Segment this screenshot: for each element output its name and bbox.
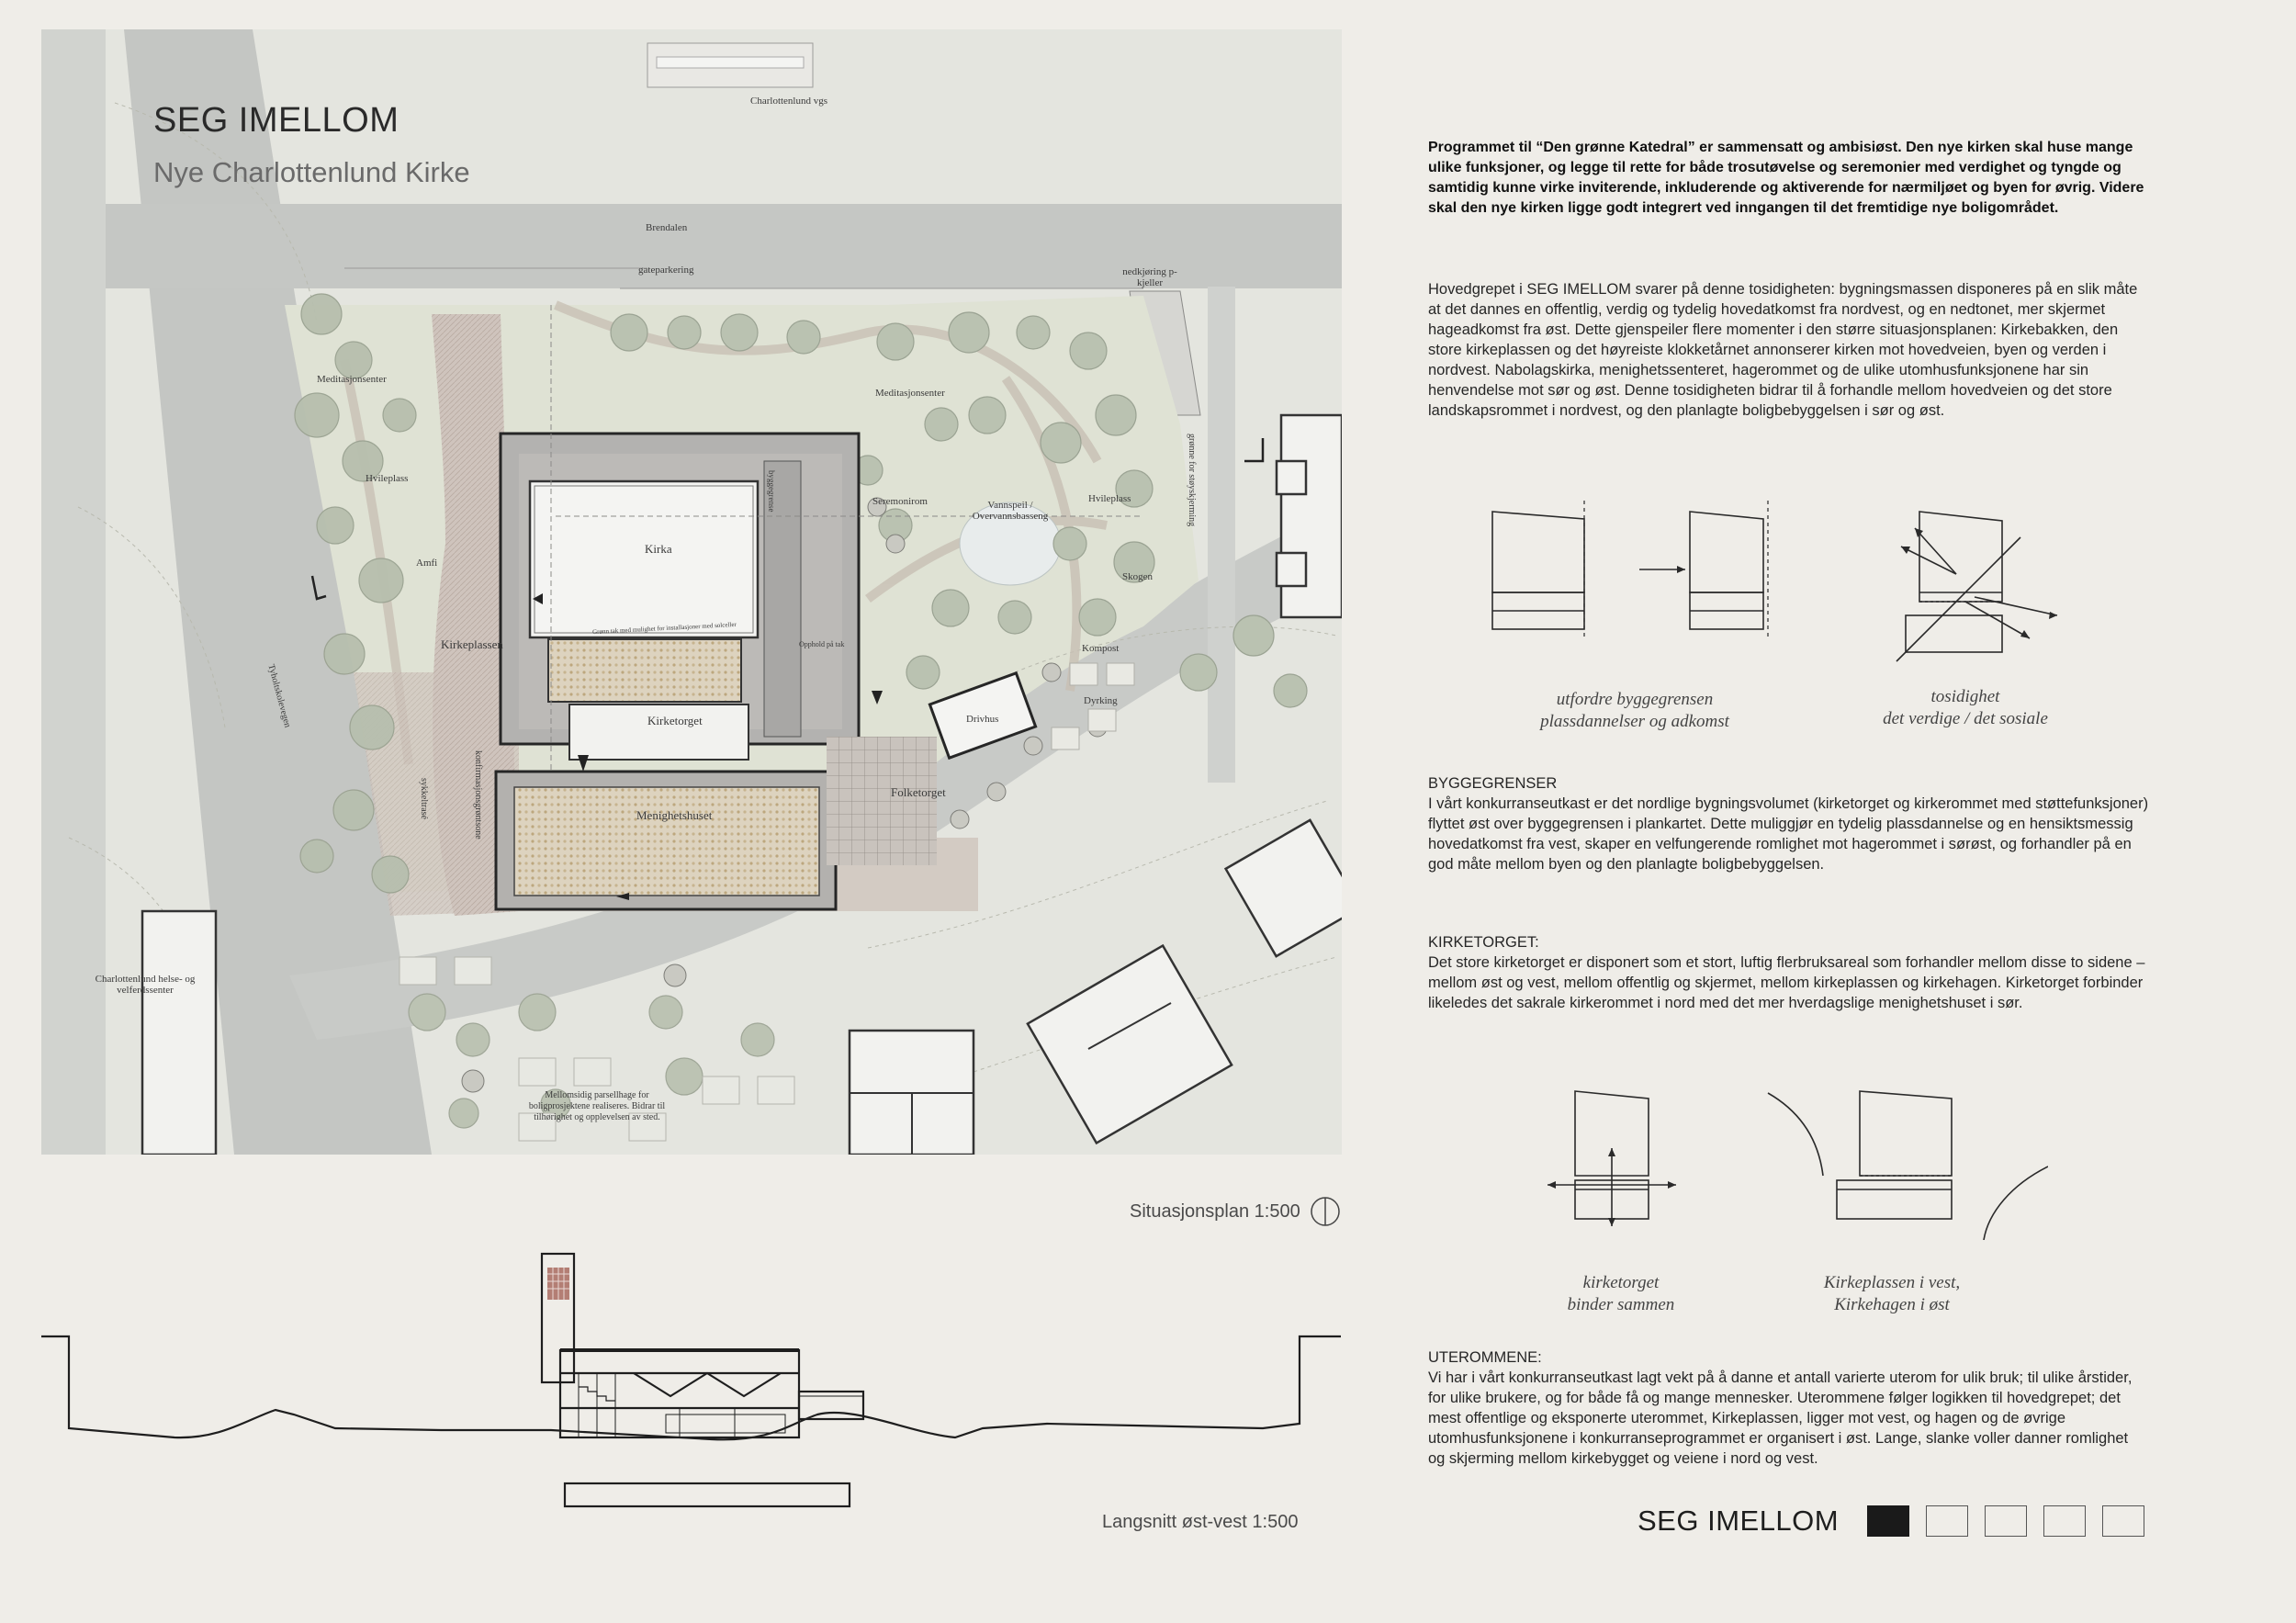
plan-scale-label: Situasjonsplan 1:500 [1130,1201,1300,1222]
label-amphi: Amfi [416,558,438,569]
label-stair-note: Opphold på tak [799,640,845,648]
kirketorget-heading: KIRKETORGET: [1428,934,1539,951]
intro-paragraph: Programmet til “Den grønne Katedral” er … [1428,140,2144,216]
label-building-line: byggegrense [767,470,776,513]
label-walkway: konfirmasjonsgrøntsone [473,750,483,840]
diagram-2-caption: tosidighet det verdige / det sosiale [1883,687,2048,728]
label-church: Kirka [645,542,672,556]
site-plan: SEG IMELLOM Nye Charlottenlund Kirke Cha… [41,29,1342,1155]
diagram-3-caption: kirketorget binder sammen [1567,1273,1675,1314]
section-scale-label: Langsnitt øst-vest 1:500 [1102,1512,1299,1532]
page-box-5 [2102,1505,2144,1537]
page-box-3 [1985,1505,2027,1537]
page-box-4 [2043,1505,2086,1537]
uterommene-paragraph: Vi har i vårt konkurranseutkast lagt vek… [1428,1369,2133,1467]
label-meditation-east: Meditasjonsenter [875,388,945,399]
label-cultivation: Dyrking [1084,695,1118,706]
label-brendalen: Brendalen [646,222,688,233]
uterommene-heading: UTEROMMENE: [1428,1349,1542,1366]
plan-subtitle: Nye Charlottenlund Kirke [153,156,470,188]
page-box-1 [1867,1505,1909,1537]
diagram-1-caption: utfordre byggegrensen plassdannelser og … [1540,690,1729,731]
north-arrow-icon [1311,1197,1340,1226]
label-compost: Kompost [1082,643,1120,654]
label-folk-plaza: Folketorget [891,785,946,799]
label-parish-house: Menighetshuset [636,808,713,822]
label-school: Charlottenlund vgs [750,96,828,107]
label-workshop: Drivhus [966,714,999,725]
footer-title: SEG IMELLOM [1638,1505,1840,1537]
label-ceremony-room: Seremonirom [872,496,928,507]
site-plan-drawing [41,29,1342,1155]
byggegrenser-paragraph: I vårt konkurranseutkast er det nordlige… [1428,795,2149,873]
label-basement-ramp: nedkjøring p-kjeller [1122,266,1177,288]
byggegrenser-heading: BYGGEGRENSER [1428,775,1558,792]
label-church-square: Kirkeplassen [441,637,503,651]
section-drawing [41,1252,1341,1508]
page-box-2 [1926,1505,1968,1537]
label-garden-note: Mellomsidig parsellhage for boligprosjek… [528,1090,666,1122]
label-green-noise: grønne for støyskjerming [1187,434,1197,527]
label-health-centre: Charlottenlund helse- og velferdssenter [95,974,196,996]
main-idea-paragraph: Hovedgrepet i SEG IMELLOM svarer på denn… [1428,281,2138,419]
diagram-4-caption: Kirkeplassen i vest, Kirkehagen i øst [1823,1273,1961,1314]
diagram-row-1 [1491,501,2058,662]
plan-title: SEG IMELLOM [153,101,400,140]
diagram-row-2 [1548,1090,2048,1240]
label-church-plaza: Kirketorget [647,714,703,727]
label-rest-west: Hvileplass [366,473,409,484]
label-meditation-west: Meditasjonsenter [317,374,387,385]
label-bike-path: sykkeltrasé [419,778,429,819]
kirketorget-paragraph: Det store kirketorget er disponert som e… [1428,954,2145,1011]
label-rest-east: Hvileplass [1088,493,1131,504]
label-street-parking: gateparkering [638,265,694,276]
label-water-mirror: Vannspeil / Overvannsbasseng [972,500,1049,522]
label-forest: Skogen [1122,571,1153,582]
